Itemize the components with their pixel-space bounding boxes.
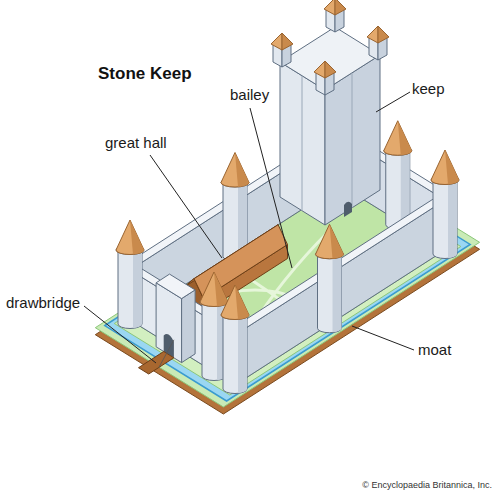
right-tower-shade — [448, 180, 457, 258]
front-right-tower-roof — [316, 224, 344, 259]
part-name: keep — [412, 80, 445, 98]
front-right-tower-body — [318, 254, 342, 333]
front-left-tower-roof — [200, 272, 228, 307]
castle-group — [95, 0, 479, 414]
front-right-tower-roof-shade — [330, 224, 344, 258]
leader-line — [250, 108, 292, 268]
left-back-tower-roof — [221, 153, 249, 188]
front-tower-roof — [221, 285, 249, 320]
left-tower-roof — [116, 220, 144, 255]
right-tower-body — [433, 180, 457, 259]
right-tower-roof — [431, 150, 459, 185]
left-tower-body — [118, 250, 142, 329]
left-tower-shade — [133, 250, 142, 328]
diagram-title: Stone Keep — [98, 64, 192, 84]
leader-line — [352, 326, 414, 350]
front-tower-shade — [238, 315, 247, 393]
front-right-wall — [235, 200, 445, 385]
gatehouse-top — [156, 274, 195, 299]
leader-line — [150, 155, 222, 258]
right-tower-roof-shade — [445, 150, 459, 184]
part-name: moat — [418, 341, 451, 359]
leader-line — [84, 306, 156, 363]
keep-turret-back-roof-l — [324, 0, 335, 15]
keep-pilasters — [302, 73, 352, 211]
keep-turret-back-roof-r — [335, 0, 346, 15]
left-tower-roof-shade — [130, 220, 144, 254]
keep-turret-right-roof-l — [367, 26, 378, 43]
keep-turret-left-roof-r — [282, 33, 293, 50]
gatehouse-side — [182, 290, 196, 363]
keep-turret-front-roof-r — [325, 61, 336, 78]
copyright-note: © Encyclopaedia Britannica, Inc. — [362, 480, 492, 491]
front-tower-body — [223, 315, 247, 394]
drawbridge-plank — [139, 352, 174, 375]
front-right-tower-shade — [333, 254, 342, 332]
leader-line — [376, 92, 410, 112]
front-left-wall — [130, 270, 235, 385]
drawbridge-chain — [159, 340, 174, 368]
right-back-tower-roof-shade — [398, 121, 412, 155]
left-back-tower-roof-shade — [235, 153, 249, 187]
keep-turret-left-roof-l — [271, 33, 282, 50]
front-right-wall-top — [228, 196, 445, 335]
keep-door — [344, 202, 352, 217]
part-name: bailey — [230, 86, 269, 104]
keep-turret-right-roof-r — [378, 26, 389, 43]
front-tower-roof-shade — [235, 285, 249, 319]
right-back-tower-roof — [384, 121, 412, 156]
part-name: great hall — [105, 134, 167, 152]
front-left-tower-roof-shade — [214, 272, 228, 306]
part-name: drawbridge — [6, 294, 80, 312]
keep-turret-front-roof-l — [314, 61, 325, 78]
